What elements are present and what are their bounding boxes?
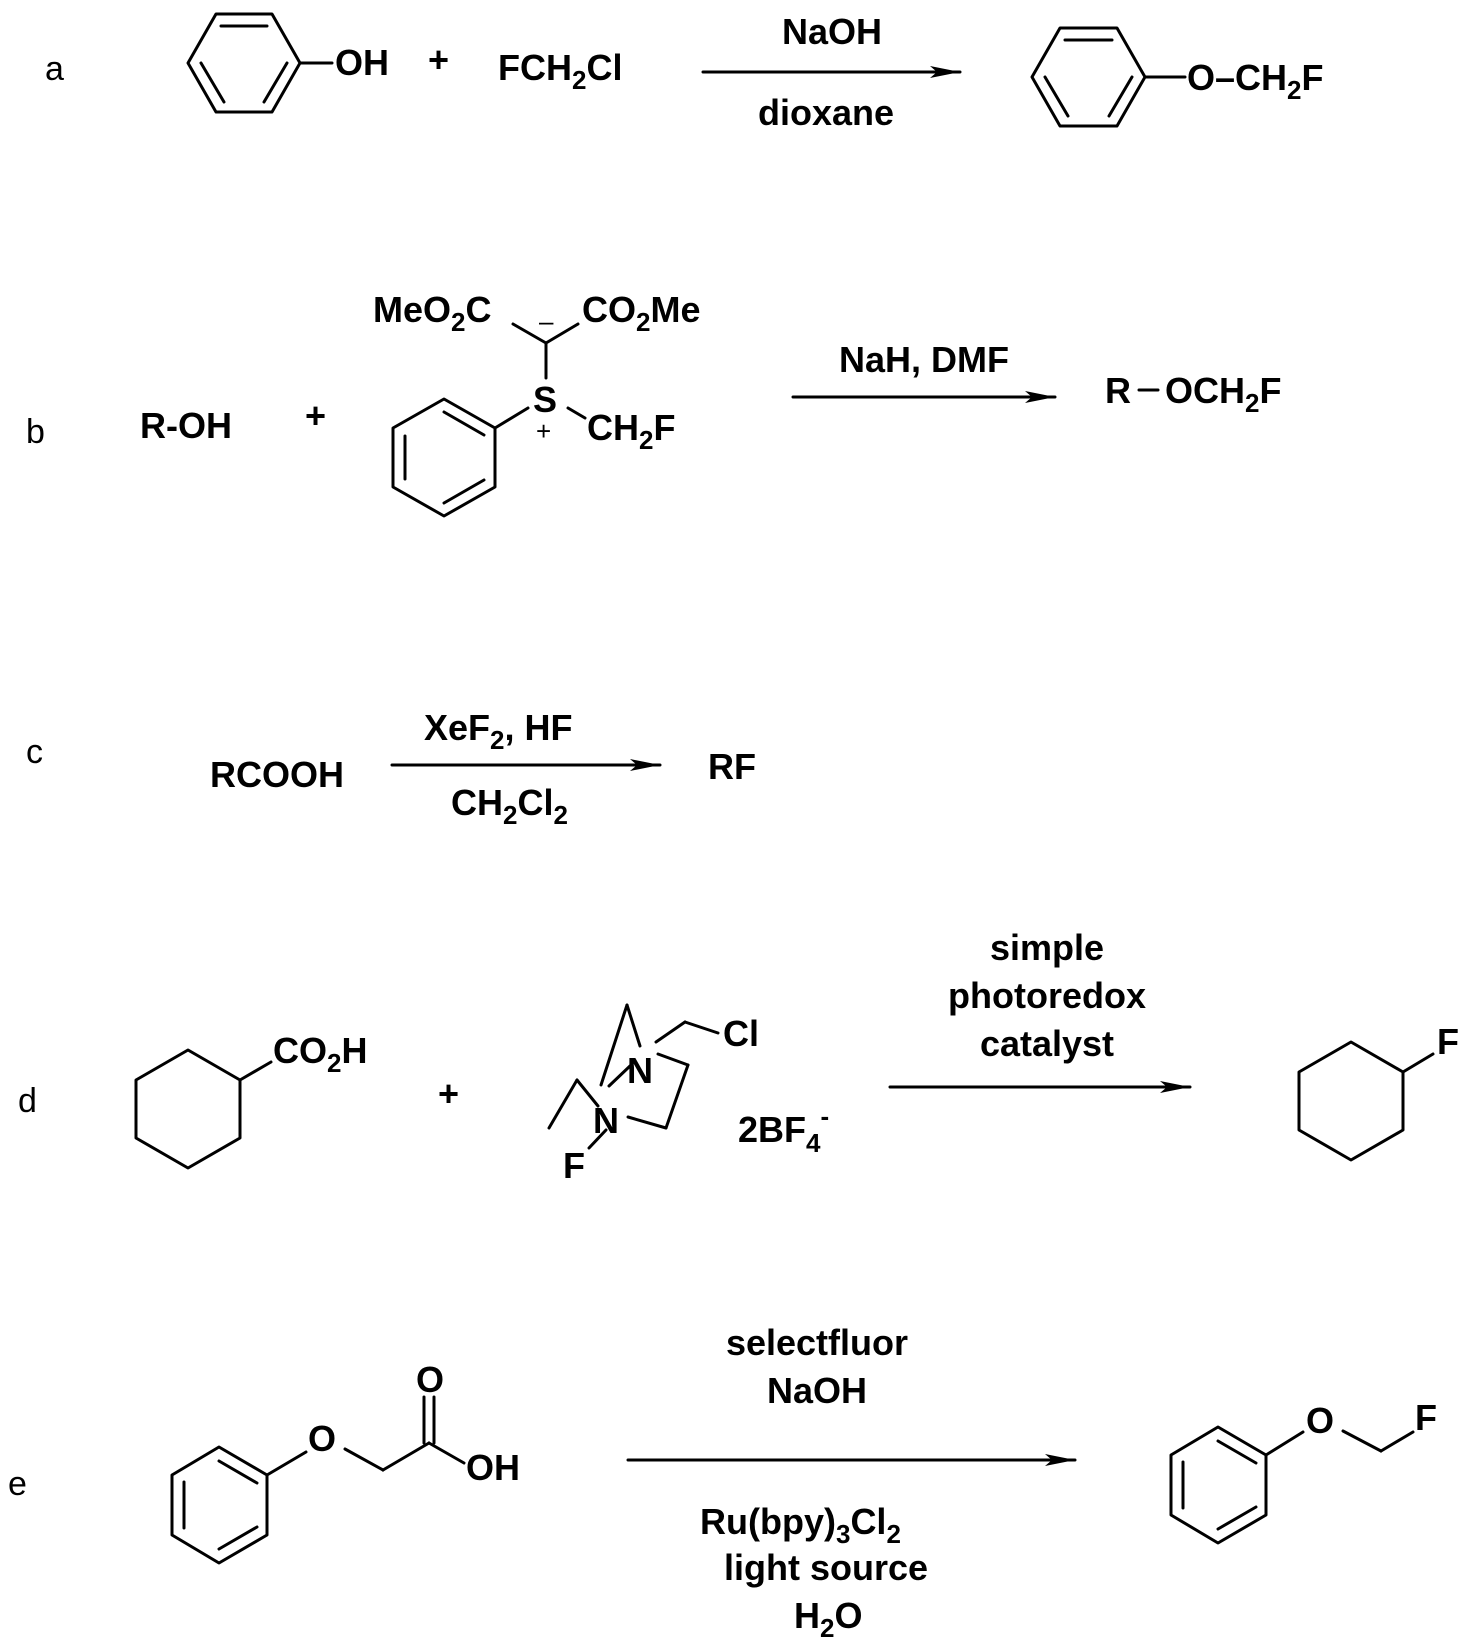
label-c: c	[26, 733, 43, 771]
anion-charge: –	[539, 306, 554, 336]
benzene-ring	[170, 1445, 269, 1565]
benzene-ring	[186, 12, 302, 114]
n-fluoro-f: F	[563, 1145, 585, 1186]
reaction-d: d CO2H + N N Cl F 2BF4- simple p	[18, 927, 1459, 1186]
plus-a: +	[428, 39, 449, 80]
condition-e-above-2: NaOH	[767, 1370, 867, 1411]
label-e: e	[8, 1465, 27, 1503]
product-b-och2f: OCH2F	[1165, 370, 1281, 418]
carboxylic-acid-rcooh: RCOOH	[210, 754, 344, 795]
condition-b-above: NaH, DMF	[839, 339, 1009, 380]
condition-d-line3: catalyst	[980, 1023, 1114, 1064]
condition-a-above: NaOH	[782, 11, 882, 52]
reaction-e: e O O OH selectfluor NaOH Ru(bpy)3Cl2 li…	[8, 1322, 1437, 1643]
fluoromethoxybenzene: O F	[1169, 1397, 1437, 1545]
product-e-fluorine: F	[1415, 1397, 1437, 1438]
condition-d-line1: simple	[990, 927, 1104, 968]
plus-d: +	[438, 1073, 459, 1114]
alcohol-r-oh: R-OH	[140, 405, 232, 446]
condition-e-above-1: selectfluor	[726, 1322, 908, 1363]
cyclohexane-ring	[1297, 1040, 1405, 1162]
condition-d-line2: photoredox	[948, 975, 1146, 1016]
reaction-c: c RCOOH XeF2, HF CH2Cl2 RF	[26, 707, 756, 830]
cyclohexanecarboxylic-acid: CO2H	[134, 1030, 367, 1170]
chloromethyl-cl: Cl	[723, 1013, 759, 1054]
product-rf: RF	[708, 746, 756, 787]
product-b: R OCH2F	[1105, 370, 1281, 418]
phenol-structure: OH	[186, 12, 389, 114]
cyclohexane-ring	[134, 1048, 242, 1170]
reaction-a: a OH + FCH2Cl NaOH dioxane O–CH2F	[45, 11, 1324, 133]
phenol-oh: OH	[335, 42, 389, 83]
label-b: b	[26, 413, 45, 451]
product-a-substituent: O–CH2F	[1187, 57, 1324, 105]
plus-b: +	[305, 395, 326, 436]
product-a-structure: O–CH2F	[1030, 26, 1324, 128]
label-a: a	[45, 50, 64, 88]
reaction-b: b R-OH + MeO2C CO2Me – S + CH2F NaH, DMF…	[26, 289, 1281, 518]
benzene-ring	[391, 397, 497, 518]
cation-charge: +	[536, 416, 551, 446]
condition-c-below: CH2Cl2	[451, 782, 568, 830]
condition-e-below-1: Ru(bpy)3Cl2	[700, 1501, 901, 1549]
product-b-r: R	[1105, 370, 1131, 411]
carboxyl-group: CO2H	[273, 1030, 367, 1078]
benzene-ring	[1169, 1425, 1268, 1545]
carbonyl-oxygen: O	[416, 1359, 444, 1400]
fluorocyclohexane: F	[1297, 1021, 1459, 1162]
hydroxyl-oh: OH	[466, 1447, 520, 1488]
s-fluoromethyl: CH2F	[587, 407, 675, 455]
benzene-ring	[1030, 26, 1147, 128]
sulfonium-ylide-reagent: MeO2C CO2Me – S + CH2F	[373, 289, 700, 518]
label-d: d	[18, 1082, 37, 1120]
condition-c-above: XeF2, HF	[424, 707, 573, 755]
ester-left: MeO2C	[373, 289, 491, 337]
ether-oxygen: O	[308, 1418, 336, 1459]
condition-e-below-3: H2O	[794, 1595, 862, 1643]
phenoxyacetic-acid: O O OH	[170, 1359, 520, 1565]
n-top: N	[627, 1050, 653, 1091]
product-e-oxygen: O	[1306, 1400, 1334, 1441]
counterion-bf4: 2BF4-	[738, 1101, 829, 1158]
ester-right: CO2Me	[582, 289, 700, 337]
product-d-f: F	[1437, 1021, 1459, 1062]
condition-a-below: dioxane	[758, 92, 894, 133]
selectfluor-structure: N N Cl F 2BF4-	[547, 1003, 829, 1186]
sulfur-atom: S	[533, 379, 557, 420]
condition-e-below-2: light source	[724, 1547, 928, 1588]
fluorochloromethane: FCH2Cl	[498, 47, 622, 95]
